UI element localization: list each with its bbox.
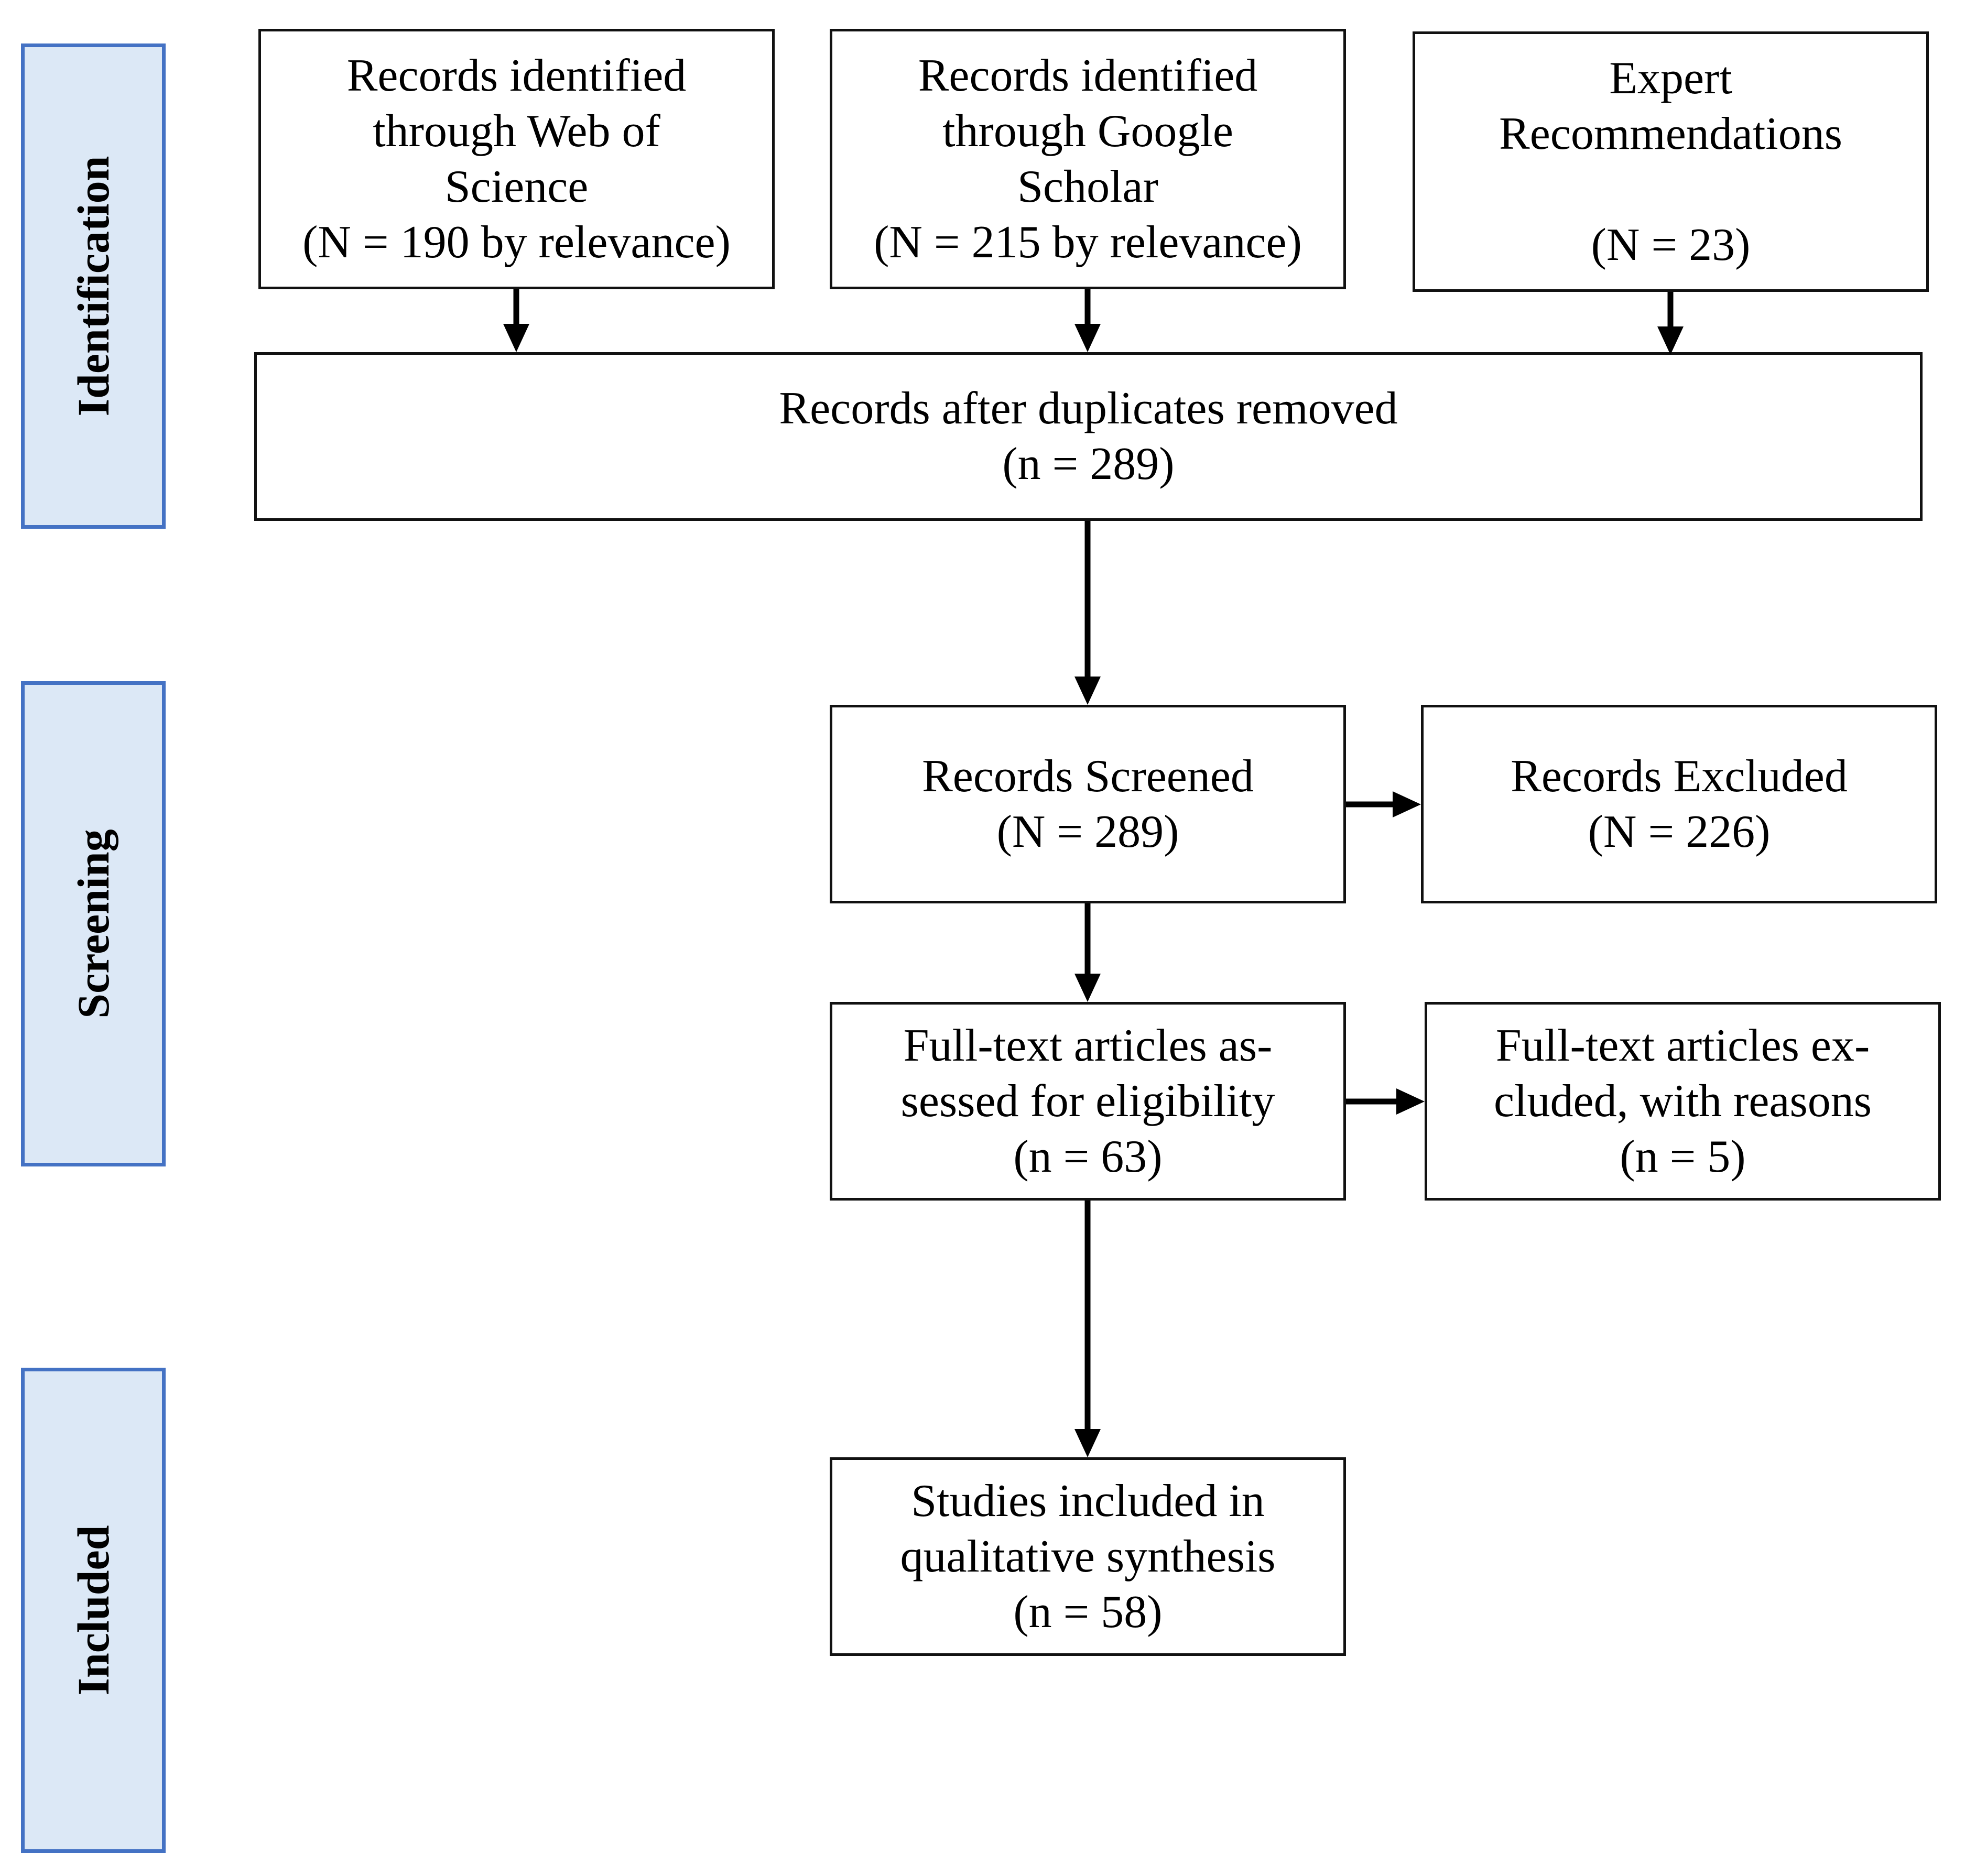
box-assessed-line-1: Full-text articles as- (903, 1020, 1273, 1071)
box-expert-recommendations: Expert Recommendations (N = 23) (1413, 31, 1929, 292)
box-expert-line-2: Recommendations (1499, 108, 1842, 159)
box-screened-count: (N = 289) (996, 806, 1179, 857)
box-expert-line-1: Expert (1609, 52, 1732, 104)
box-ft-excluded-line-1: Full-text articles ex- (1495, 1020, 1870, 1071)
box-records-excluded: Records Excluded (N = 226) (1421, 705, 1937, 903)
box-included-line-2: qualitative synthesis (900, 1531, 1276, 1582)
box-google-scholar-count: (N = 215 by relevance) (874, 216, 1302, 268)
box-excluded-line-1: Records Excluded (1511, 750, 1848, 802)
stage-identification-label: Identification (68, 156, 118, 417)
box-included-count: (n = 58) (1013, 1586, 1163, 1638)
box-included-line-1: Studies included in (911, 1475, 1265, 1526)
box-ft-excluded-count: (n = 5) (1620, 1131, 1746, 1182)
box-assessed-count: (n = 63) (1013, 1131, 1163, 1182)
arrowhead-expert (1657, 326, 1684, 355)
box-assessed-line-2: sessed for eligibility (900, 1075, 1275, 1127)
arrowhead-assessed-to-ft-excluded (1396, 1088, 1425, 1115)
stage-identification: Identification (21, 43, 166, 529)
box-web-of-science-line-2: through Web of (373, 105, 660, 157)
arrowhead-web-of-science (503, 324, 529, 352)
stage-screening-label: Screening (68, 829, 118, 1019)
box-screened-line-1: Records Screened (922, 750, 1254, 802)
arrowhead-screened-to-assessed (1074, 974, 1101, 1002)
box-duplicates-count: (n = 289) (1002, 439, 1175, 489)
box-ft-excluded-line-2: cluded, with reasons (1494, 1075, 1872, 1127)
box-full-text-assessed: Full-text articles as- sessed for eligib… (830, 1002, 1346, 1201)
box-web-of-science: Records identified through Web of Scienc… (258, 29, 775, 289)
arrowhead-screened-to-excluded (1393, 791, 1421, 817)
box-studies-included: Studies included in qualitative synthesi… (830, 1457, 1346, 1656)
box-google-scholar-line-3: Scholar (1017, 161, 1158, 212)
box-duplicates-line-1: Records after duplicates removed (779, 383, 1398, 434)
stage-included: Included (21, 1368, 166, 1853)
box-expert-count: (N = 23) (1591, 219, 1751, 270)
box-web-of-science-line-3: Science (444, 161, 589, 212)
box-google-scholar: Records identified through Google Schola… (830, 29, 1346, 289)
box-web-of-science-line-1: Records identified (346, 50, 687, 101)
box-web-of-science-count: (N = 190 by relevance) (302, 216, 731, 268)
stage-screening: Screening (21, 681, 166, 1166)
box-excluded-count: (N = 226) (1588, 806, 1771, 857)
arrowhead-duplicates-to-screened (1074, 677, 1101, 705)
box-google-scholar-line-1: Records identified (918, 50, 1258, 101)
box-records-screened: Records Screened (N = 289) (830, 705, 1346, 903)
arrowhead-google-scholar (1074, 324, 1101, 352)
box-full-text-excluded: Full-text articles ex- cluded, with reas… (1425, 1002, 1941, 1201)
stage-included-label: Included (68, 1525, 118, 1696)
box-duplicates-removed: Records after duplicates removed (n = 28… (254, 352, 1923, 521)
arrowhead-assessed-to-included (1074, 1429, 1101, 1457)
box-google-scholar-line-2: through Google (942, 105, 1233, 157)
